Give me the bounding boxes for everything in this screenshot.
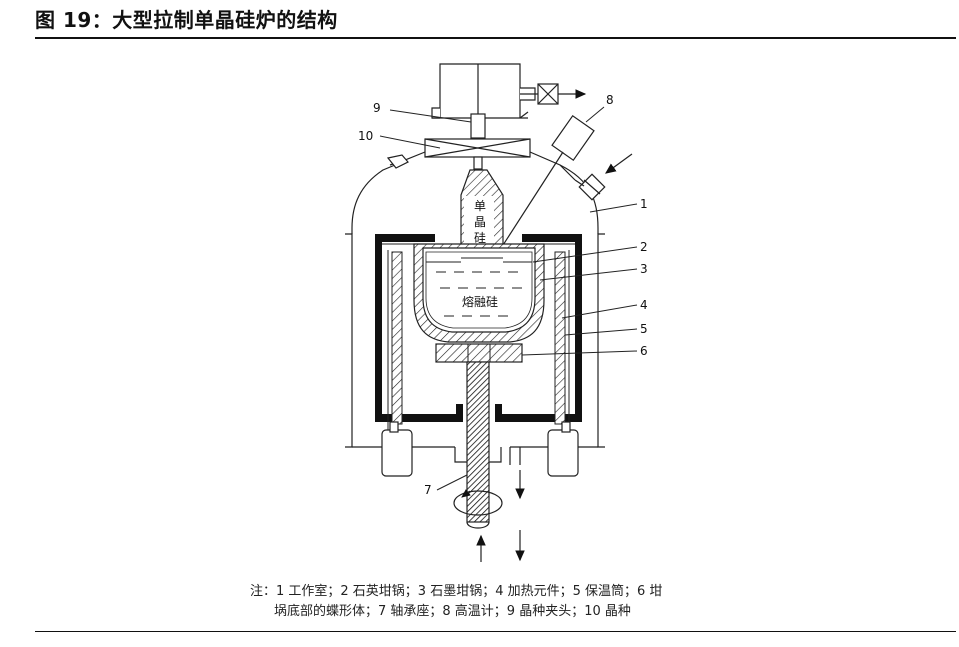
label-10: 10 (358, 129, 373, 143)
label-9: 9 (373, 101, 381, 115)
label-1: 1 (640, 197, 648, 211)
ingot-label-char-3: 硅 (474, 231, 486, 245)
label-8: 8 (606, 93, 614, 107)
gas-inlet-valve-icon (574, 153, 633, 201)
seed-plate (424, 138, 531, 158)
ingot-label-char-2: 晶 (474, 215, 486, 229)
molten-silicon (426, 257, 532, 317)
label-4: 4 (640, 298, 648, 312)
legend-note-line-1: 注：1 工作室；2 石英坩锅；3 石墨坩锅；4 加热元件；5 保温筒；6 坩 (250, 584, 663, 599)
crucible-base-support (435, 343, 523, 363)
label-2: 2 (640, 240, 648, 254)
insulation-cylinder (375, 234, 582, 422)
label-6: 6 (640, 344, 648, 358)
bottom-divider (35, 631, 956, 632)
heater-right (554, 251, 566, 425)
seed-chuck (470, 113, 486, 139)
rotation-shaft (466, 361, 490, 523)
ingot-label-char-1: 单 (474, 199, 486, 213)
heater-left (391, 251, 403, 425)
work-chamber (345, 151, 605, 448)
drive-housing (431, 63, 536, 138)
exhaust-valve-icon (520, 83, 587, 105)
label-7: 7 (424, 483, 432, 497)
legend-note-line-2: 埚底部的蝶形体；7 轴承座；8 高温计；9 晶种夹头；10 晶种 (274, 604, 631, 619)
melt-label: 熔融硅 (462, 294, 498, 309)
electrode-feet (381, 421, 579, 477)
label-3: 3 (640, 262, 648, 276)
label-5: 5 (640, 322, 648, 336)
pyrometer (495, 114, 595, 258)
figure-title: 图 19：大型拉制单晶硅炉的结构 (35, 8, 338, 32)
title-divider (35, 37, 956, 39)
